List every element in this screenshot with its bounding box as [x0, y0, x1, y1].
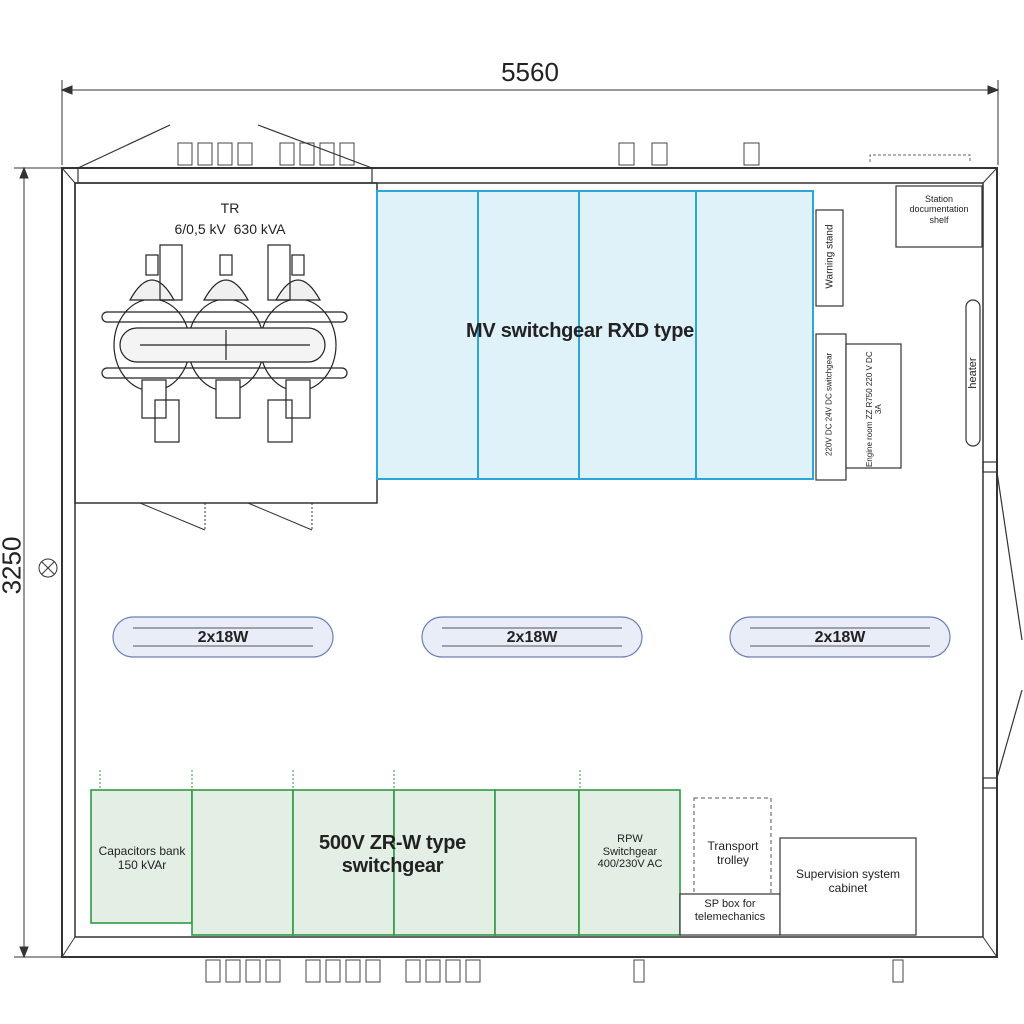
lamp-label-3: 2x18W — [814, 629, 866, 646]
tr-doors-top — [77, 124, 373, 183]
heater-label: heater — [967, 357, 979, 389]
mv-switchgear-label: MV switchgear RXD type — [466, 320, 694, 342]
height-dimension-label: 3250 — [0, 536, 27, 595]
ground-symbol — [38, 558, 58, 578]
lv-switchgear-panels — [90, 789, 681, 936]
engine-room-label: Engine room ZZ R750 220 V DC 3A — [864, 351, 883, 467]
dc-switchgear-label: 220V DC 24V DC switchgear — [824, 352, 834, 456]
lv-switchgear-label: 500V ZR-W type switchgear — [319, 832, 466, 877]
width-dimension-label: 5560 — [501, 57, 559, 87]
lamp-fixtures — [112, 616, 951, 658]
lv-top-markers — [99, 770, 581, 790]
lamp-label-2: 2x18W — [506, 629, 558, 646]
capacitors-label: Capacitors bank 150 kVAr — [98, 844, 186, 872]
warning-stand-label: Warning stand — [824, 224, 836, 289]
bottom-vents — [205, 959, 904, 983]
supervision-cabinet-label: Supervision system cabinet — [795, 867, 901, 895]
transformer-drawing — [101, 244, 348, 443]
width-dimension-line — [60, 80, 1000, 165]
sp-box-label: SP box for telemechanics — [694, 898, 766, 923]
side-door — [982, 461, 1023, 789]
transformer-title: TR — [220, 200, 240, 216]
height-dimension-line — [14, 166, 62, 959]
mv-switchgear-panels — [376, 190, 814, 480]
lamp-label-1: 2x18W — [197, 629, 249, 646]
lower-right-boxes — [679, 837, 917, 936]
right-cabinets — [815, 185, 983, 481]
building-walls — [61, 167, 998, 958]
rpw-switchgear-label: RPW Switchgear 400/230V AC — [597, 833, 663, 871]
top-dashed-feature — [869, 154, 971, 162]
lamp-tubes — [133, 627, 930, 647]
transformer-rating: 6/0,5 kV 630 kVA — [174, 221, 286, 237]
transport-trolley-label: Transport trolley — [707, 839, 759, 867]
station-doc-shelf-label: Station documentation shelf — [909, 194, 969, 225]
top-vents — [177, 142, 760, 166]
